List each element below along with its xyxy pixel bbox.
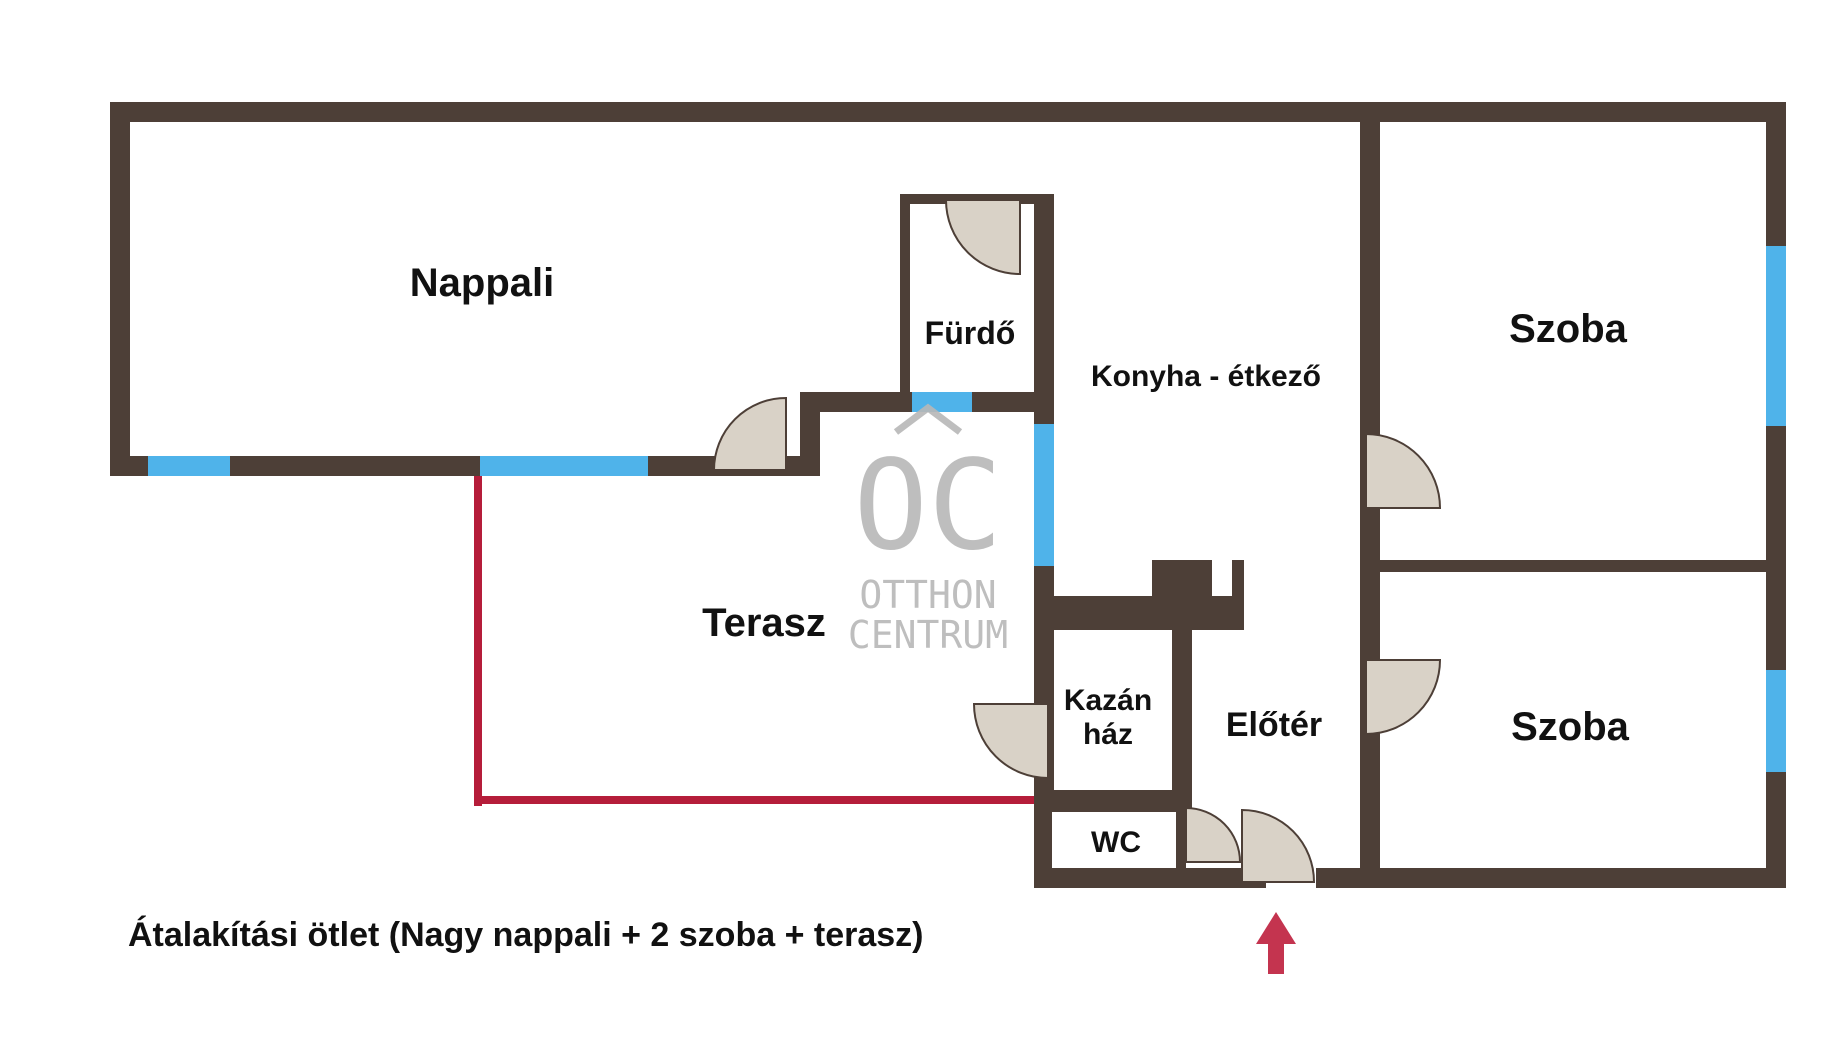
- room-label-szoba-bottom: Szoba: [1511, 705, 1630, 749]
- room-label-konyha: Konyha - étkező: [1091, 360, 1321, 393]
- doors: [712, 199, 1442, 883]
- window-nappali-left: [148, 456, 230, 476]
- logo-mark: OC: [853, 434, 1002, 578]
- window-szoba-top: [1766, 246, 1786, 426]
- otthon-centrum-logo-icon: OC OTTHON CENTRUM: [848, 403, 1008, 657]
- door-swing-icon: [1365, 432, 1442, 509]
- terrace-border: [474, 472, 1034, 806]
- door-swing-icon: [1365, 659, 1442, 736]
- room-label-wc: WC: [1091, 826, 1141, 859]
- windows: [148, 246, 1786, 772]
- logo-line-1: OTTHON: [859, 573, 996, 617]
- door-swing-icon: [1241, 808, 1316, 883]
- window-nappali-terrace: [480, 456, 648, 476]
- room-label-furdo: Fürdő: [925, 315, 1016, 351]
- room-label-terasz: Terasz: [702, 601, 826, 645]
- logo-roof-icon: [893, 403, 963, 435]
- room-label-kazan-1: Kazán: [1064, 684, 1152, 717]
- room-label-eloter: Előtér: [1226, 706, 1322, 744]
- plan-caption: Átalakítási ötlet (Nagy nappali + 2 szob…: [128, 916, 923, 954]
- door-swing-icon: [712, 396, 787, 471]
- door-swing-icon: [944, 199, 1021, 276]
- room-label-szoba-top: Szoba: [1509, 307, 1628, 351]
- room-label-kazan-2: ház: [1083, 718, 1133, 751]
- logo-line-2: CENTRUM: [848, 613, 1008, 657]
- door-swing-icon: [972, 703, 1049, 780]
- window-szoba-bottom: [1766, 670, 1786, 772]
- window-konyha: [1034, 424, 1054, 566]
- room-label-nappali: Nappali: [410, 261, 554, 305]
- door-swing-icon: [1185, 806, 1242, 863]
- entrance-arrow-icon: [1256, 912, 1296, 974]
